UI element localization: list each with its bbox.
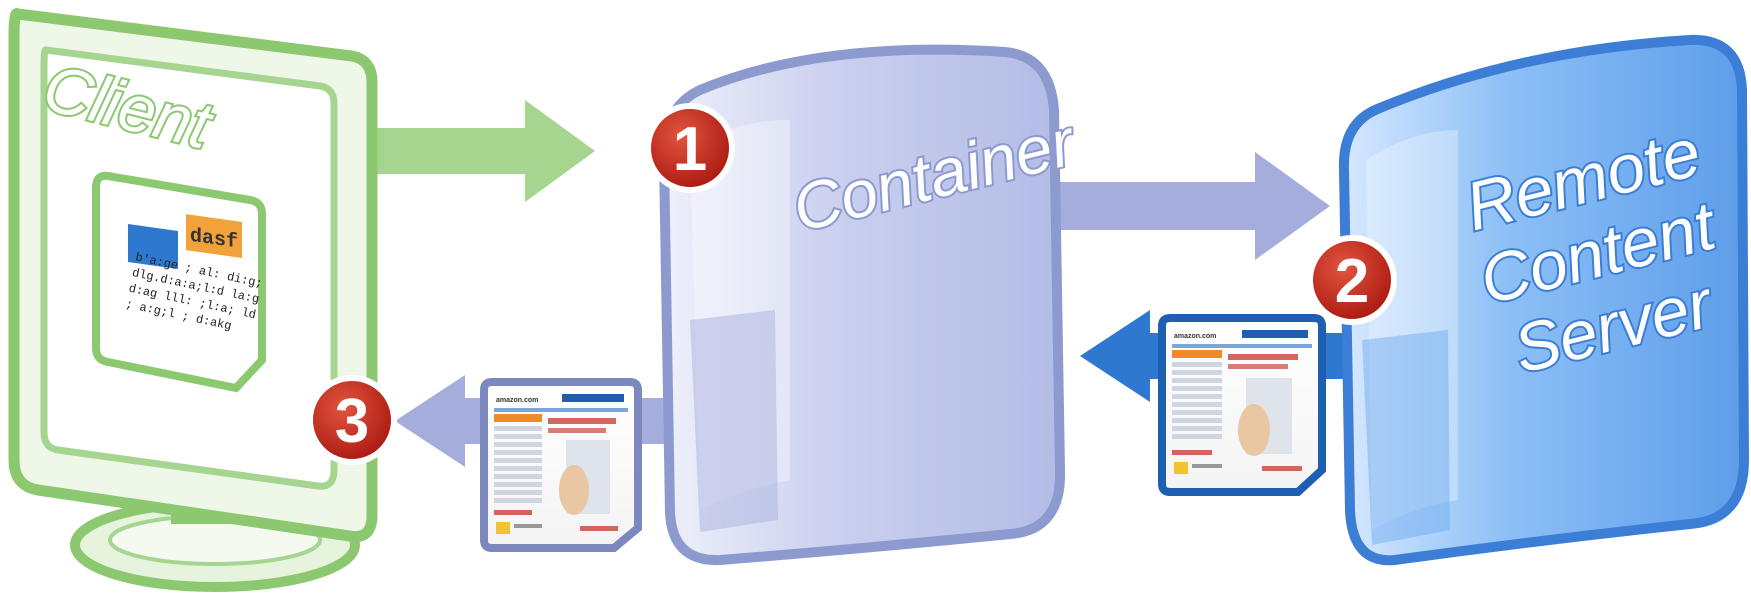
remote-content-server: Remote Content Server bbox=[1338, 34, 1750, 566]
client-widget: dasf b'a:ge ; al: di:g; dlg.d:a:a;l:d la… bbox=[92, 171, 266, 393]
container-server: Container bbox=[658, 44, 1086, 566]
step-badge-2: 2 bbox=[1307, 235, 1397, 325]
step-2-number: 2 bbox=[1335, 247, 1369, 316]
webpage-thumbnail-remote: amazon.com bbox=[1158, 314, 1326, 496]
arrow-container-to-remote bbox=[1060, 152, 1330, 260]
client-monitor: Client dasf b'a:ge ; al: di:g; dlg.d:a:a… bbox=[8, 7, 378, 592]
widget-button bbox=[186, 214, 242, 259]
widget-blue-block bbox=[128, 223, 178, 270]
page-logo: amazon.com bbox=[496, 397, 538, 404]
step-3-number: 3 bbox=[335, 387, 369, 456]
webpage-thumbnail-client: amazon.com bbox=[480, 378, 642, 552]
page-logo: amazon.com bbox=[1174, 333, 1216, 340]
widget-text-lines: b'a:ge ; al: di:g; dlg.d:a:a;l:d la:g d:… bbox=[124, 250, 264, 333]
step-1-number: 1 bbox=[673, 115, 707, 184]
step-badge-1: 1 bbox=[645, 103, 735, 193]
step-badge-3: 3 bbox=[307, 375, 397, 465]
